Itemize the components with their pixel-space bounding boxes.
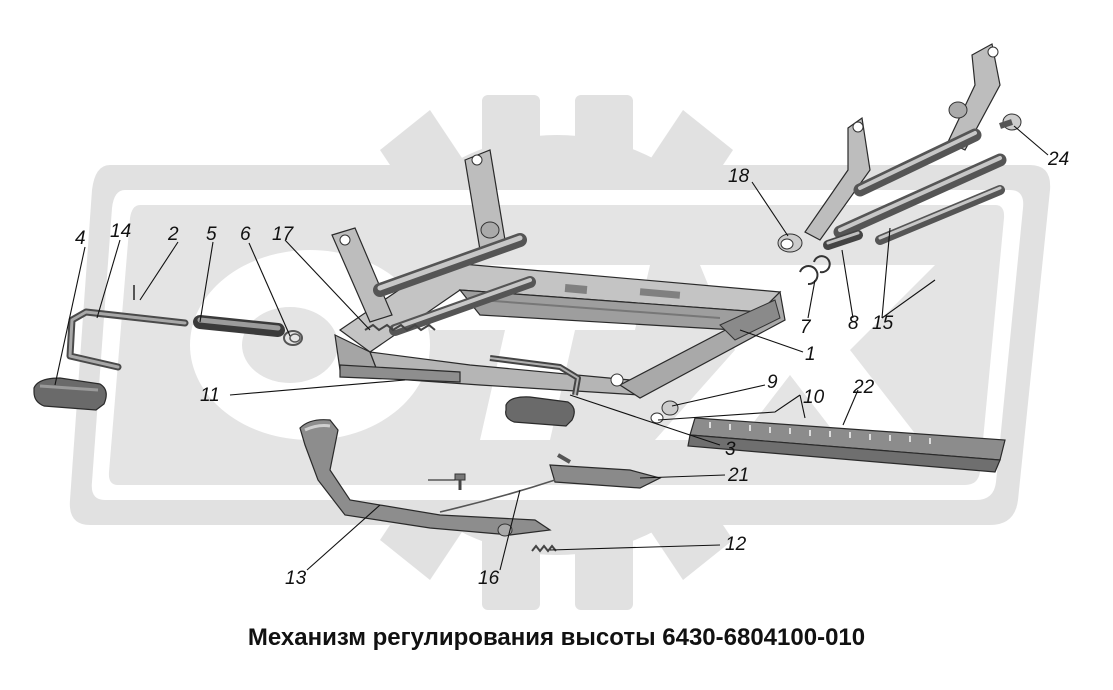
part-3-handle <box>489 355 581 427</box>
callout-12: 12 <box>725 534 747 555</box>
callout-5: 5 <box>206 224 217 245</box>
callout-4: 4 <box>75 228 86 249</box>
part-front-uprights <box>331 149 536 336</box>
callout-labels: 4 14 2 5 6 17 11 1 3 9 10 22 18 7 8 15 2… <box>75 149 1069 589</box>
callout-18: 18 <box>728 166 750 187</box>
callout-14: 14 <box>110 221 131 242</box>
callout-21: 21 <box>727 465 749 486</box>
part-14-bent-rod <box>66 308 189 371</box>
part-7-retaining-ring <box>799 255 831 286</box>
part-9-sleeve <box>661 400 679 416</box>
part-4-handle-grip <box>33 377 107 411</box>
part-23-bolt <box>999 113 1022 131</box>
part-24-screw <box>454 473 466 490</box>
callout-11: 11 <box>200 385 220 406</box>
part-16-cable <box>439 479 556 513</box>
part-10-washer <box>650 412 664 424</box>
callout-6: 6 <box>240 224 251 245</box>
part-22-rail <box>687 417 1006 473</box>
part-8-pin <box>823 230 863 250</box>
part-13-lever <box>299 419 552 537</box>
callout-2: 2 <box>167 224 179 245</box>
part-5-shaft <box>193 315 285 337</box>
callout-3: 3 <box>725 439 736 460</box>
part-17-spring <box>364 323 436 332</box>
callout-17: 17 <box>272 224 295 245</box>
callout-15: 15 <box>872 313 894 334</box>
callout-22: 22 <box>852 377 875 398</box>
callout-13: 13 <box>285 568 307 589</box>
callout-8: 8 <box>848 313 859 334</box>
callout-9: 9 <box>767 372 778 393</box>
callout-23: 24 <box>1047 149 1069 170</box>
callout-16: 16 <box>478 568 500 589</box>
part-18-bushing <box>777 233 803 253</box>
part-21-bracket <box>549 453 662 489</box>
callout-7: 7 <box>800 317 812 338</box>
part-1-main-frame <box>334 261 786 399</box>
leader-lines <box>54 125 1049 571</box>
callout-1: 1 <box>805 344 816 365</box>
callout-10: 10 <box>803 387 825 408</box>
part-6-spring <box>283 330 303 346</box>
diagram-caption: Механизм регулирования высоты 6430-68041… <box>247 624 866 651</box>
part-12-spring <box>531 544 557 553</box>
part-11-bar <box>339 364 461 383</box>
part-15-rear-frame <box>804 43 1007 245</box>
